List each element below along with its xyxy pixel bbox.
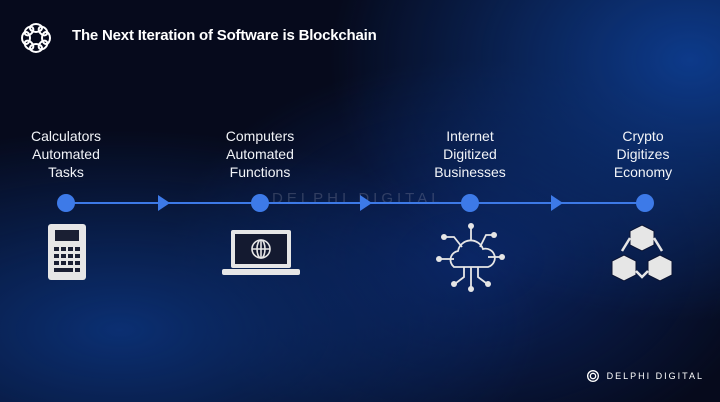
timeline-line — [66, 202, 645, 204]
footer-brand: DELPHI DIGITAL — [585, 368, 704, 384]
timeline-dot — [57, 194, 75, 212]
laptop-globe-icon — [222, 230, 300, 275]
label-line: Businesses — [434, 164, 506, 180]
delphi-logo-icon — [586, 370, 599, 382]
timeline-dot — [461, 194, 479, 212]
calculator-icon — [48, 224, 86, 280]
delphi-logo-icon — [21, 23, 51, 53]
arrow-icon — [551, 195, 563, 211]
arrow-icon — [158, 195, 170, 211]
label-line: Tasks — [48, 164, 84, 180]
label-line: Economy — [613, 164, 673, 180]
label-line: Automated — [226, 146, 294, 162]
label-line: Automated — [32, 146, 100, 162]
label-line: Calculators — [30, 128, 102, 144]
arrow-icon — [360, 195, 372, 211]
page-title: The Next Iteration of Software is Blockc… — [72, 27, 377, 44]
label-line: Crypto — [622, 128, 664, 144]
blockchain-cubes-icon — [611, 224, 673, 282]
label-line: Digitized — [443, 146, 497, 162]
footer-brand-text: DELPHI DIGITAL — [606, 371, 704, 381]
timeline-dot — [251, 194, 269, 212]
timeline-dot — [636, 194, 654, 212]
label-line: Digitizes — [616, 146, 670, 162]
label-line: Computers — [225, 128, 295, 144]
label-line: Internet — [446, 128, 494, 144]
label-line: Functions — [229, 164, 291, 180]
watermark: DELPHI DIGITAL — [272, 190, 444, 207]
cloud-network-icon — [436, 223, 505, 292]
